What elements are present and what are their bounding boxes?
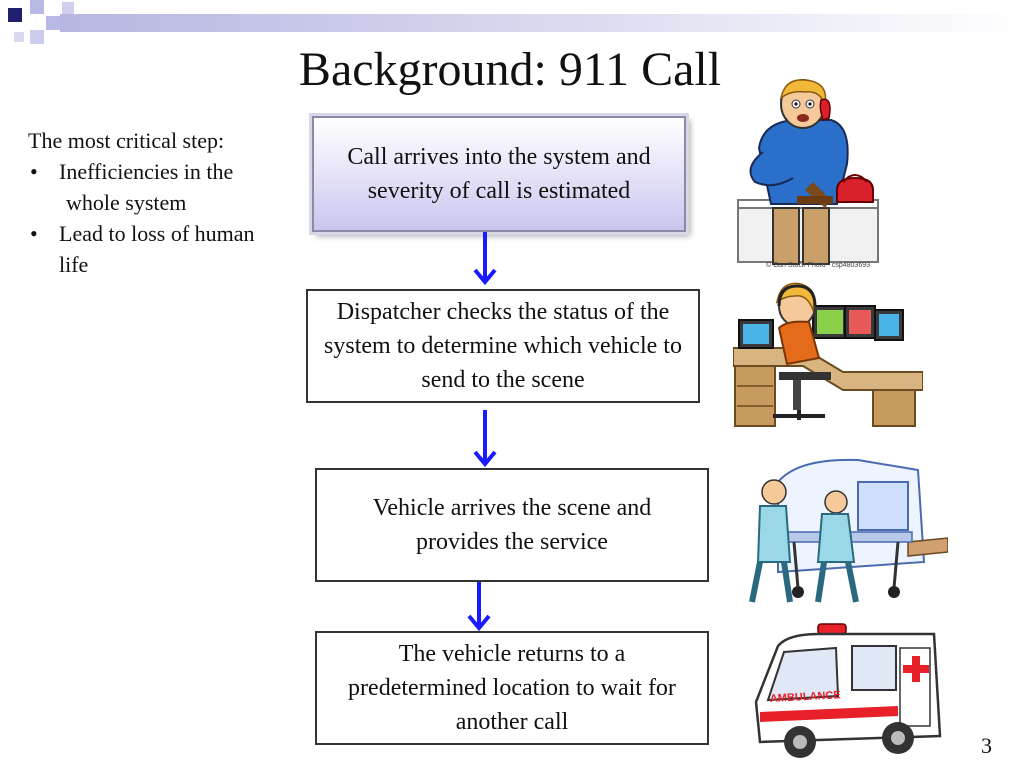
slide-title: Background: 911 Call [298,43,722,96]
notes-bullet: Inefficiencies in the whole system [28,156,298,218]
page-number: 3 [981,733,992,758]
down-arrow-icon [473,232,497,286]
paramedics-stretcher-illustration [749,458,948,603]
step-text: Call arrives into the system and severit… [347,144,651,204]
down-arrow-icon [467,582,491,632]
step-box-dispatcher: Dispatcher checks the status of the syst… [306,289,700,403]
step-text: Vehicle arrives the scene and provides t… [372,495,652,555]
corner-decoration [8,0,74,44]
down-arrow-icon [473,410,497,468]
step-text: The vehicle returns to a predetermined l… [348,641,676,735]
dispatcher-illustration [733,282,923,427]
step-box-vehicle-returns: The vehicle returns to a predetermined l… [315,631,709,745]
notes-heading: The most critical step: [28,128,225,153]
notes-bullet: Lead to loss of human life [28,218,298,280]
ambulance-label: AMBULANCE [770,689,841,705]
phone-caller-illustration [737,79,879,265]
step-text: Dispatcher checks the status of the syst… [324,299,682,393]
notes-panel: The most critical step: Inefficiencies i… [28,125,298,280]
step-box-vehicle-arrives: Vehicle arrives the scene and provides t… [315,468,709,582]
notes-list: Inefficiencies in the whole system Lead … [28,156,298,280]
ambulance-illustration: AMBULANCE [754,623,942,758]
top-gradient-bar [60,14,1024,32]
step-box-call-arrives: Call arrives into the system and severit… [312,116,686,232]
stock-photo-caption: © Can Stock Photo - csp4803693 [766,262,870,269]
